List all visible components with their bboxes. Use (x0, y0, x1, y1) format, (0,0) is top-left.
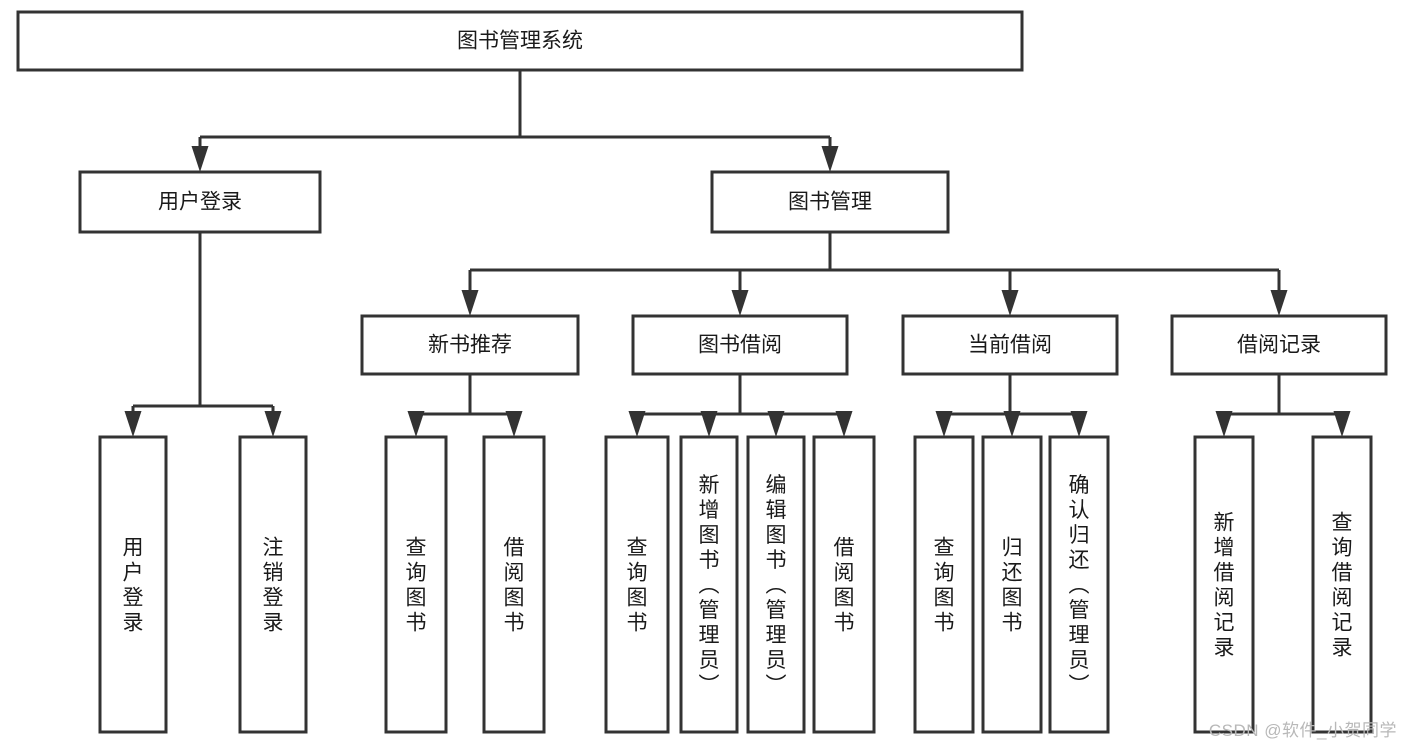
edge-userlogin-to-user-logout-leaf-arrowhead (264, 411, 282, 437)
node-label-borrow-record: 借阅记录 (1237, 334, 1321, 357)
edge-userlogin-to-user-login-leaf-arrowhead (124, 411, 142, 437)
node-label-new-book-recommend: 新书推荐 (428, 334, 512, 357)
node-label-root: 图书管理系统 (457, 30, 583, 53)
node-box-borrow-borrow-book (812, 435, 876, 734)
node-box-recommend-borrow-book (482, 435, 546, 734)
edge-book-borrow-to-borrow-edit-book-arrowhead (767, 411, 785, 437)
edge-borrow-record-to-record-add-arrowhead (1215, 411, 1233, 437)
node-label-book-manage: 图书管理 (788, 191, 872, 214)
node-record-query[interactable]: 查询借阅记录 (1311, 435, 1373, 734)
node-label-book-borrow: 图书借阅 (698, 334, 782, 357)
node-book-borrow[interactable]: 图书借阅 (631, 314, 849, 376)
edge-root-to-book-manage-arrowhead (821, 146, 839, 172)
node-borrow-borrow-book[interactable]: 借阅图书 (812, 435, 876, 734)
node-label-recommend-borrow-book: 借阅图书 (504, 537, 525, 635)
node-label-current-return-book: 归还图书 (1002, 537, 1023, 635)
node-label-borrow-add-book: 新增图书︵管理员︶ (699, 474, 720, 697)
edge-book-borrow-to-borrow-query-book-arrowhead (628, 411, 646, 437)
node-label-recommend-query-book: 查询图书 (406, 537, 427, 635)
node-current-query-book[interactable]: 查询图书 (913, 435, 975, 734)
edge-bookmanage-to-borrow-record-arrowhead (1270, 290, 1288, 316)
node-label-borrow-query-book: 查询图书 (627, 537, 648, 635)
node-current-borrow[interactable]: 当前借阅 (901, 314, 1119, 376)
edge-book-borrow-to-borrow-borrow-book-arrowhead (835, 411, 853, 437)
node-user-logout-leaf[interactable]: 注销登录 (238, 435, 308, 734)
node-box-borrow-add-book (679, 435, 739, 734)
edge-current-borrow-to-current-query-book-arrowhead (935, 411, 953, 437)
node-box-record-add (1193, 435, 1255, 734)
node-box-current-confirm-return (1048, 435, 1110, 734)
node-layer: 图书管理系统用户登录用户登录注销登录图书管理新书推荐查询图书借阅图书图书借阅查询… (16, 10, 1388, 734)
node-label-record-query: 查询借阅记录 (1332, 512, 1353, 660)
node-box-current-borrow (901, 314, 1119, 376)
node-user-login-leaf[interactable]: 用户登录 (98, 435, 168, 734)
edge-new-book-recommend-to-recommend-query-book-arrowhead (407, 411, 425, 437)
node-borrow-add-book[interactable]: 新增图书︵管理员︶ (679, 435, 739, 734)
node-book-manage[interactable]: 图书管理 (710, 170, 950, 234)
node-box-user-logout-leaf (238, 435, 308, 734)
node-box-borrow-edit-book (746, 435, 806, 734)
node-recommend-query-book[interactable]: 查询图书 (384, 435, 448, 734)
node-box-record-query (1311, 435, 1373, 734)
node-box-borrow-record (1170, 314, 1388, 376)
node-current-return-book[interactable]: 归还图书 (981, 435, 1043, 734)
node-box-current-return-book (981, 435, 1043, 734)
node-box-root (16, 10, 1024, 72)
edge-current-borrow-to-current-confirm-return-arrowhead (1070, 411, 1088, 437)
node-label-user-logout-leaf: 注销登录 (263, 537, 284, 635)
node-box-current-query-book (913, 435, 975, 734)
node-box-user-login (78, 170, 322, 234)
node-borrow-edit-book[interactable]: 编辑图书︵管理员︶ (746, 435, 806, 734)
node-label-borrow-edit-book: 编辑图书︵管理员︶ (766, 474, 787, 697)
connector-layer (124, 70, 1351, 437)
node-label-current-confirm-return: 确认归还︵管理员︶ (1069, 474, 1090, 697)
edge-bookmanage-to-current-borrow-arrowhead (1001, 290, 1019, 316)
node-record-add[interactable]: 新增借阅记录 (1193, 435, 1255, 734)
node-box-book-borrow (631, 314, 849, 376)
edge-book-borrow-to-borrow-add-book-arrowhead (700, 411, 718, 437)
edge-new-book-recommend-to-recommend-borrow-book-arrowhead (505, 411, 523, 437)
node-new-book-recommend[interactable]: 新书推荐 (360, 314, 580, 376)
node-borrow-query-book[interactable]: 查询图书 (604, 435, 670, 734)
node-recommend-borrow-book[interactable]: 借阅图书 (482, 435, 546, 734)
edge-borrow-record-to-record-query-arrowhead (1333, 411, 1351, 437)
node-box-user-login-leaf (98, 435, 168, 734)
node-label-current-borrow: 当前借阅 (968, 334, 1052, 357)
node-box-borrow-query-book (604, 435, 670, 734)
node-box-recommend-query-book (384, 435, 448, 734)
edge-current-borrow-to-current-return-book-arrowhead (1003, 411, 1021, 437)
node-label-user-login-leaf: 用户登录 (123, 537, 144, 635)
node-label-borrow-borrow-book: 借阅图书 (834, 537, 855, 635)
node-user-login[interactable]: 用户登录 (78, 170, 322, 234)
node-label-record-add: 新增借阅记录 (1214, 512, 1235, 660)
edge-bookmanage-to-book-borrow-arrowhead (731, 290, 749, 316)
node-box-new-book-recommend (360, 314, 580, 376)
node-label-current-query-book: 查询图书 (934, 537, 955, 635)
edge-bookmanage-to-new-book-recommend-arrowhead (461, 290, 479, 316)
node-borrow-record[interactable]: 借阅记录 (1170, 314, 1388, 376)
node-box-book-manage (710, 170, 950, 234)
node-root[interactable]: 图书管理系统 (16, 10, 1024, 72)
node-label-user-login: 用户登录 (158, 191, 242, 214)
edge-root-to-user-login-arrowhead (191, 146, 209, 172)
node-current-confirm-return[interactable]: 确认归还︵管理员︶ (1048, 435, 1110, 734)
